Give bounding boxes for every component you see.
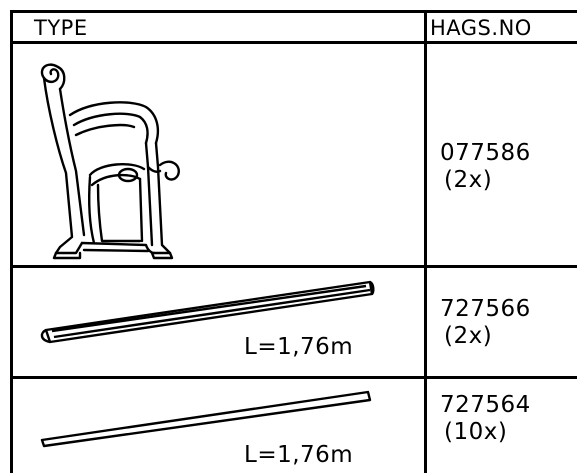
part-number-077586: 077586 (2x) — [440, 140, 531, 194]
parts-table: TYPE HAGS.NO — [10, 10, 577, 473]
bench-end-icon — [40, 63, 180, 260]
part-quantity: (2x) — [444, 167, 493, 193]
header-type: TYPE — [34, 16, 88, 40]
part-number: 727564 — [440, 392, 531, 418]
slat-length-label: L=1,76m — [244, 334, 354, 360]
part-number: 727566 — [440, 296, 531, 322]
part-quantity: (2x) — [444, 323, 493, 349]
part-quantity: (10x) — [444, 419, 508, 445]
part-number-727566: 727566 (2x) — [440, 296, 531, 350]
table-border-top — [10, 10, 577, 13]
part-number-727564: 727564 (10x) — [440, 392, 531, 446]
header-hags-no: HAGS.NO — [430, 16, 532, 40]
row-divider-1 — [10, 265, 577, 268]
table-border-left — [10, 10, 13, 473]
profiled-slat-icon — [40, 280, 375, 344]
part-number: 077586 — [440, 140, 531, 166]
flat-slat-icon — [40, 390, 372, 448]
header-divider — [10, 41, 577, 44]
slat-length-label: L=1,76m — [244, 442, 354, 468]
column-divider — [424, 10, 427, 473]
row-divider-2 — [10, 376, 577, 379]
